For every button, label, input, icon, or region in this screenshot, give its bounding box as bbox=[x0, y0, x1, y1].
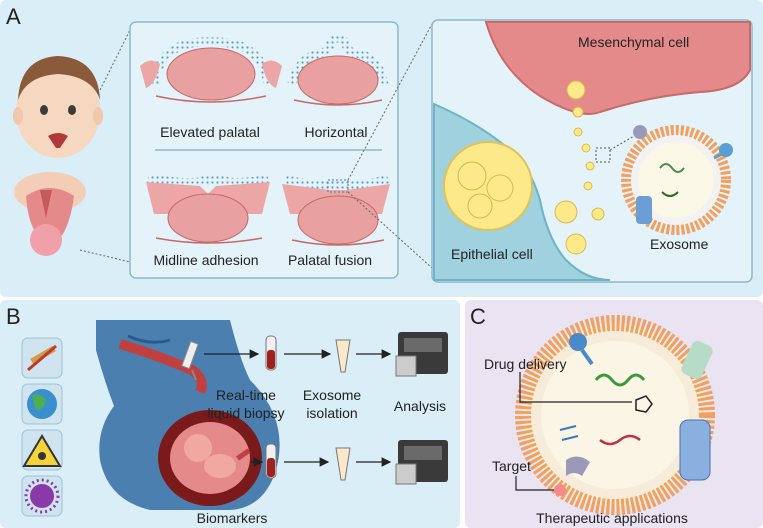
panel-a-letter: A bbox=[6, 4, 21, 29]
target-label: Target bbox=[492, 458, 531, 474]
biopsy-label-line1: Real-time bbox=[216, 387, 276, 403]
isolation-label-line2: isolation bbox=[306, 405, 358, 421]
stage-midline-label: Midline adhesion bbox=[153, 252, 259, 268]
child-face-illustration bbox=[13, 56, 103, 158]
cleft-mouth-illustration bbox=[14, 172, 86, 256]
epithelial-cell-label: Epithelial cell bbox=[451, 246, 533, 262]
therapeutic-caption: Therapeutic applications bbox=[536, 510, 688, 526]
mesenchymal-cell-shape bbox=[484, 21, 751, 115]
elevated-palatal-shape bbox=[140, 37, 282, 103]
horizontal-shape bbox=[287, 33, 389, 106]
pregnant-woman-silhouette bbox=[96, 320, 280, 510]
exosome-label: Exosome bbox=[650, 236, 709, 252]
biopsy-label-line2: liquid biopsy bbox=[207, 405, 285, 421]
exosome-vesicles bbox=[554, 80, 605, 255]
palatal-fusion-shape bbox=[282, 175, 390, 246]
analyzer-machine-icon bbox=[395, 332, 448, 485]
blood-tube-icon bbox=[265, 335, 277, 479]
isolation-label-line1: Exosome bbox=[302, 387, 362, 403]
panel-b-letter: B bbox=[6, 304, 21, 329]
syringe-icon bbox=[181, 340, 199, 381]
stage-elevated-label: Elevated palatal bbox=[160, 124, 260, 140]
panel-c-letter: C bbox=[470, 304, 486, 329]
analysis-label: Analysis bbox=[393, 398, 447, 414]
midline-adhesion-shape bbox=[146, 173, 270, 244]
therapeutic-exosome bbox=[515, 315, 715, 515]
stage-fusion-label: Palatal fusion bbox=[287, 252, 373, 268]
biomarkers-label: Biomarkers bbox=[196, 510, 268, 526]
exosome-tube-icon bbox=[335, 339, 351, 481]
mesenchymal-cell-label: Mesenchymal cell bbox=[578, 34, 690, 50]
stage-horizontal-label: Horizontal bbox=[304, 124, 368, 140]
drug-delivery-label: Drug delivery bbox=[484, 356, 567, 372]
exosome-detail bbox=[621, 125, 733, 235]
risk-factor-icons bbox=[21, 337, 63, 517]
